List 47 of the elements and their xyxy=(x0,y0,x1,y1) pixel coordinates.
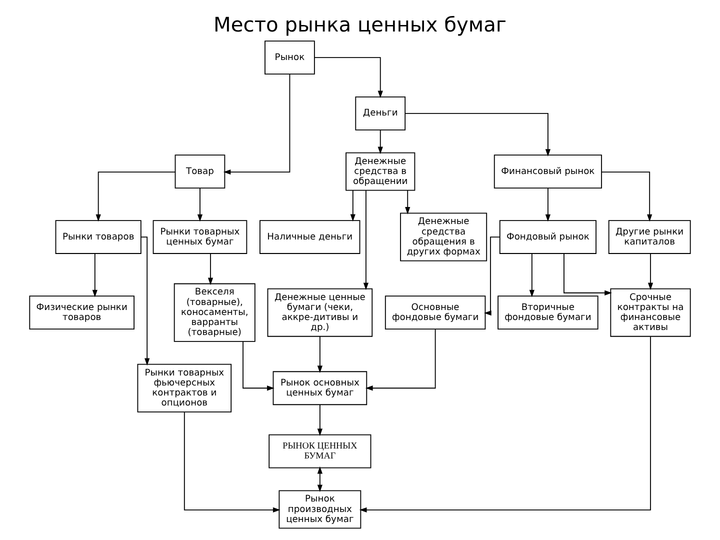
arrow xyxy=(601,172,652,222)
arrow xyxy=(350,190,356,222)
arrow xyxy=(529,253,534,298)
arrow xyxy=(242,341,274,391)
arrow xyxy=(363,190,369,290)
arrow xyxy=(317,336,322,373)
arrow xyxy=(365,328,436,391)
diagram-title: Место рынка ценных бумаг xyxy=(214,12,506,37)
node-box: Рынок xyxy=(264,40,315,74)
node-box: Рынки товарных ценных бумаг xyxy=(152,220,248,254)
arrow xyxy=(405,190,410,214)
node-box: Денежные средства обращения в других формах xyxy=(400,212,488,262)
arrow xyxy=(184,412,280,512)
node-box: Товар xyxy=(174,154,226,188)
arrow xyxy=(378,129,383,154)
node-box: Вторичные фондовые бумаги xyxy=(498,296,598,330)
node-box: Рынки товаров xyxy=(55,220,142,254)
arrow xyxy=(197,188,203,222)
node-box: Векселя (товарные), коносаменты, варранты (товарные) xyxy=(174,283,256,342)
arrow xyxy=(314,57,383,98)
node-box: Денежные ценные бумаги (чеки, аккре-дитивы и др.) xyxy=(267,288,373,337)
node-box: Рынок основных ценных бумаг xyxy=(272,371,368,406)
arrow xyxy=(96,172,176,222)
arrow xyxy=(648,253,654,290)
node-box: Рынки товарных фьючерсных контрактов и опционов xyxy=(137,364,232,412)
arrow xyxy=(564,253,612,296)
node-box: Другие рынки капиталов xyxy=(608,220,691,254)
node-box: Физические рынки товаров xyxy=(29,296,134,330)
node-box: РЫНОК ЦЕННЫХ БУМАГ xyxy=(268,434,372,468)
arrow xyxy=(92,253,98,298)
arrow xyxy=(223,74,290,175)
arrow xyxy=(317,466,322,492)
node-box: Наличные деньги xyxy=(260,220,360,254)
arrow xyxy=(404,112,551,156)
node-box: Основные фондовые бумаги xyxy=(384,296,486,330)
arrow xyxy=(317,404,322,436)
arrow xyxy=(545,188,551,222)
node-box: Фондовый рынок xyxy=(499,220,596,254)
node-box: Финансовый рынок xyxy=(494,154,602,188)
arrow xyxy=(359,336,651,512)
node-box: Рынок производных ценных бумаг xyxy=(278,490,362,529)
arrow xyxy=(140,236,150,366)
node-box: Деньги xyxy=(355,96,406,130)
node-box: Денежные средства в обращении xyxy=(346,152,416,191)
arrow xyxy=(208,253,214,286)
arrow xyxy=(484,236,500,316)
node-box: Срочные контракты на финансовые активы xyxy=(610,288,691,337)
